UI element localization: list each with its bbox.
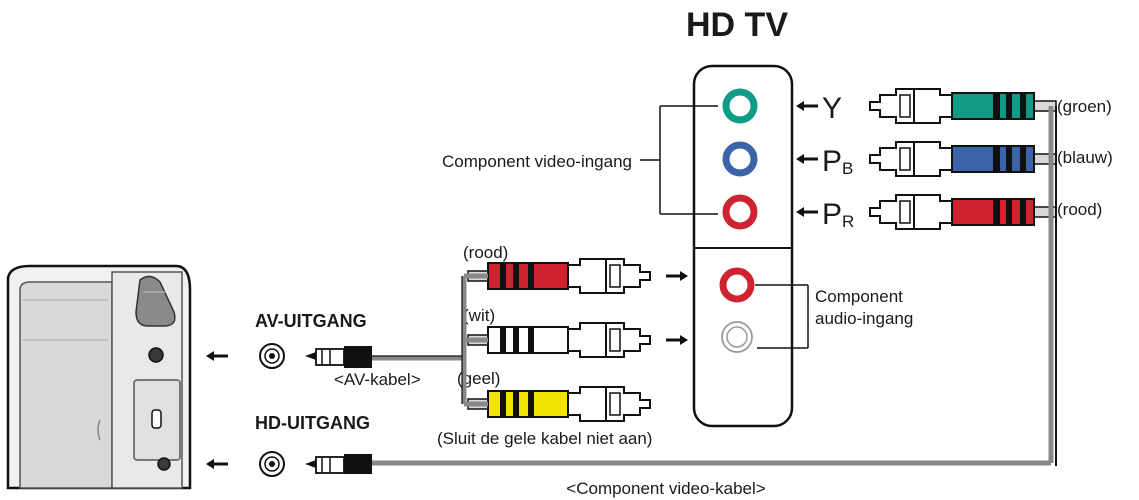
av-out-jack-icon <box>259 343 285 369</box>
component-plug-red[interactable] <box>869 194 1057 230</box>
arrow-av-red-icon <box>666 271 688 281</box>
component-video-cable-label: <Component video-kabel> <box>566 479 765 498</box>
jack-video-y[interactable] <box>722 88 758 124</box>
signal-label-y: Y <box>822 92 842 125</box>
av-minijack-plug[interactable] <box>305 346 372 368</box>
hd-out-label: HD-UITGANG <box>255 413 370 433</box>
arrow-to-camera-av-icon <box>206 351 228 361</box>
av-cable-label: <AV-kabel> <box>334 370 421 389</box>
signal-label-pr: PR <box>822 198 854 231</box>
hd-out-jack-icon <box>259 451 285 477</box>
component-plug-blue[interactable] <box>869 141 1057 177</box>
av-out-label: AV-UITGANG <box>255 311 367 331</box>
arrow-y-icon <box>796 101 818 111</box>
arrow-av-white-icon <box>666 335 688 345</box>
component-video-cable <box>372 106 1057 466</box>
component-audio-in-bracket <box>755 284 809 349</box>
av-plug-label-white: (wit) <box>463 306 495 325</box>
av-plug-red[interactable] <box>467 258 651 294</box>
component-plug-green[interactable] <box>869 88 1057 124</box>
component-plug-label-green: (groen) <box>1057 97 1112 116</box>
component-plug-label-red: (rood) <box>1057 200 1102 219</box>
av-plug-white[interactable] <box>467 322 651 358</box>
component-plug-label-blue: (blauw) <box>1057 148 1113 167</box>
component-video-in-label: Component video-ingang <box>442 152 632 171</box>
signal-label-pb: PB <box>822 145 853 178</box>
component-audio-in-label-2: audio-ingang <box>815 309 913 328</box>
tv-jack-panel <box>692 64 794 428</box>
jack-video-pb[interactable] <box>722 141 758 177</box>
av-plug-label-red: (rood) <box>463 243 508 262</box>
arrow-to-camera-hd-icon <box>206 459 228 469</box>
arrow-pr-icon <box>796 207 818 217</box>
component-video-in-bracket <box>640 105 718 215</box>
av-plug-label-yellow: (geel) <box>457 369 500 388</box>
jack-video-pr[interactable] <box>722 194 758 230</box>
av-cable <box>372 273 488 407</box>
yellow-plug-note: (Sluit de gele kabel niet aan) <box>437 429 652 448</box>
av-plug-yellow[interactable] <box>467 386 651 422</box>
diagram-title: HD TV <box>686 6 788 44</box>
arrow-pb-icon <box>796 154 818 164</box>
jack-audio-white[interactable] <box>721 321 753 353</box>
jack-audio-red[interactable] <box>719 267 755 303</box>
component-audio-in-label-1: Component <box>815 287 903 306</box>
camera-illustration <box>6 264 192 490</box>
hd-minijack-plug[interactable] <box>305 454 372 474</box>
